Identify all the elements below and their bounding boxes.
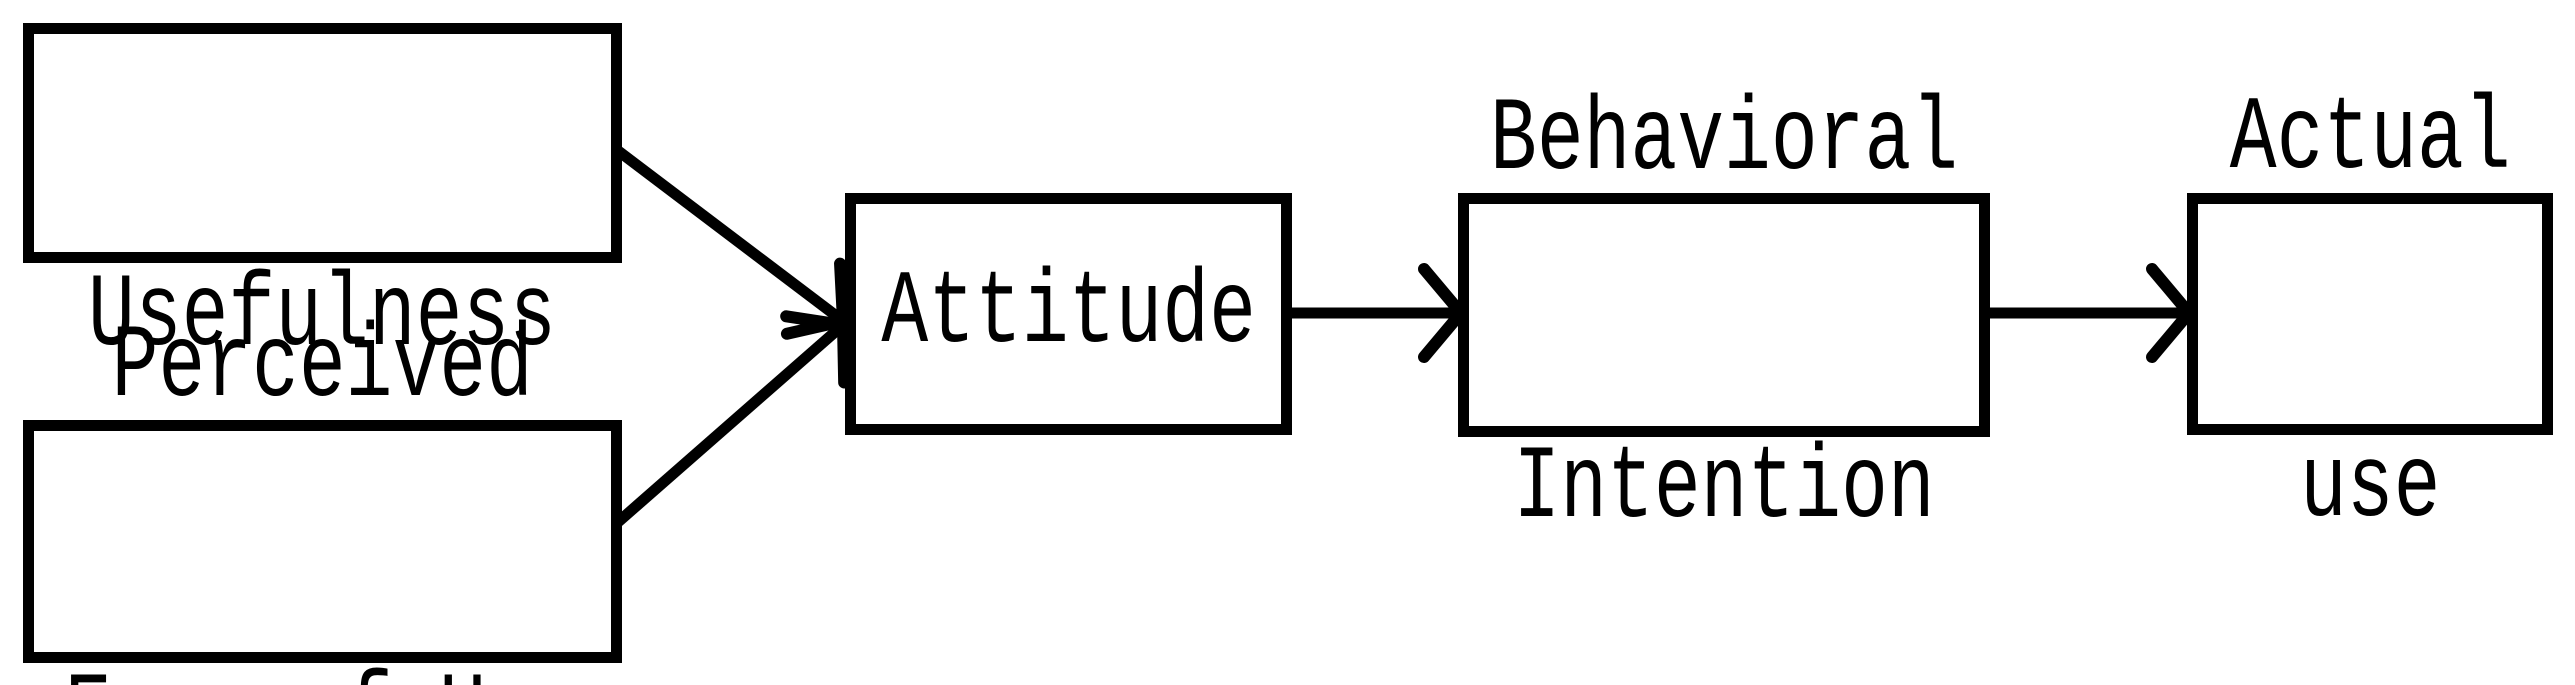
arrow-perceived-usefulness-to-attitude bbox=[613, 145, 850, 340]
node-label-line: Intention bbox=[1513, 430, 1935, 548]
node-behavioral-intention-label: Behavioral Intention bbox=[1490, 0, 1958, 685]
node-label-line: Perceived bbox=[88, 0, 556, 27]
node-label-line: Ease of Use bbox=[65, 658, 580, 685]
node-perceived-usefulness-label: Perceived Usefulness bbox=[88, 0, 556, 607]
node-label-line: Behavioral bbox=[1489, 82, 1959, 200]
node-attitude-label: Attitude bbox=[881, 24, 1255, 604]
node-label-line: use bbox=[2299, 429, 2441, 547]
node-actual-use-label: Actual use bbox=[2230, 0, 2511, 685]
arrow-perceived-ease-of-use-to-attitude bbox=[613, 310, 851, 528]
node-label-line: Perceived bbox=[111, 308, 534, 427]
node-label-line: Usefulness bbox=[88, 258, 557, 376]
node-perceived-ease-of-use-label: Perceived Ease of Use bbox=[65, 78, 580, 685]
node-label-line: Attitude bbox=[881, 255, 1256, 373]
node-perceived-ease-of-use: Perceived Ease of Use bbox=[23, 310, 622, 685]
node-perceived-usefulness: Perceived Usefulness bbox=[23, 0, 622, 375]
node-label-line: Actual bbox=[2229, 81, 2511, 199]
node-behavioral-intention: Behavioral Intention bbox=[1458, 83, 1990, 547]
node-attitude: Attitude bbox=[845, 193, 1292, 435]
node-actual-use: Actual use bbox=[2187, 82, 2553, 546]
